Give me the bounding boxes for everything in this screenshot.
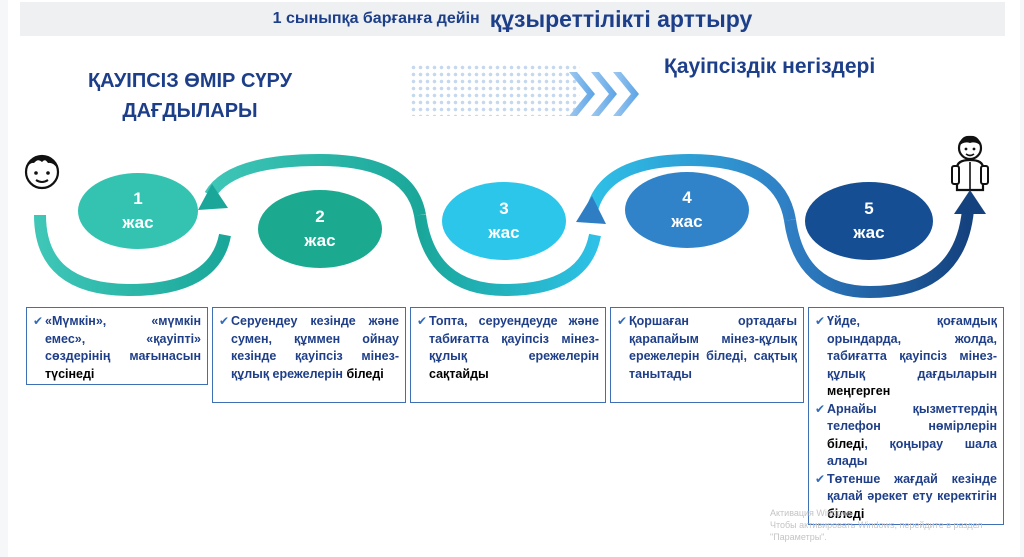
- stage-3: 3 жас: [442, 182, 566, 260]
- box-3-text: Топта, серуендеуде және табиғатта қауіпс…: [429, 314, 599, 363]
- stage-1-description: ✔ «Мүмкін», «мүмкін емес», «қауіпті» сөз…: [26, 307, 208, 385]
- stage-5-number: 5: [864, 199, 874, 218]
- stage-2-number: 2: [315, 207, 325, 226]
- box-5-item-1: ✔ Үйде, қоғамдық орындарда, жолда, табиғ…: [815, 313, 997, 401]
- box-5-item-3: ✔ Төтенше жағдай кезінде қалай әрекет ет…: [815, 471, 997, 524]
- stage-4-number: 4: [682, 188, 692, 207]
- box-5-item-3-emphasis: біледі: [827, 506, 865, 521]
- stage-3-description: ✔ Топта, серуендеуде және табиғатта қауі…: [410, 307, 606, 403]
- box-5-item-2-text: Арнайы қызметтердің телефон нөмірлерін: [827, 401, 997, 434]
- left-heading: ҚАУІПСІЗ ӨМІР СҮРУ ДАҒДЫЛАРЫ: [60, 66, 320, 126]
- box-1-text: «Мүмкін», «мүмкін емес», «қауіпті» сөзде…: [45, 314, 201, 363]
- left-heading-line2: ДАҒДЫЛАРЫ: [122, 100, 258, 122]
- checkmark-icon: ✔: [815, 314, 826, 328]
- stage-4-label: жас: [671, 212, 703, 231]
- stage-2: 2 жас: [258, 190, 382, 268]
- checkmark-icon: ✔: [617, 314, 628, 328]
- left-heading-line1: ҚАУІПСІЗ ӨМІР СҮРУ: [87, 70, 293, 92]
- title-main: құзыреттілікті арттыру: [489, 5, 753, 32]
- box-5-item-3-text: Төтенше жағдай кезінде қалай әрекет ету …: [827, 471, 997, 504]
- box-5-item-2: ✔ Арнайы қызметтердің телефон нөмірлерін…: [815, 401, 997, 471]
- box-5-item-1-text: Үйде, қоғамдық орындарда, жолда, табиғат…: [827, 314, 997, 381]
- box-2-text: Серуендеу кезінде және сумен, құммен ойн…: [231, 314, 399, 381]
- arrowhead-3: [954, 190, 986, 214]
- right-heading: Қауіпсіздік негіздері: [664, 55, 876, 78]
- chevrons-icon: [565, 66, 645, 127]
- stage-4: 4 жас: [625, 172, 749, 248]
- dot-pattern: [410, 64, 580, 116]
- schoolchild-icon: [948, 132, 992, 199]
- checkmark-icon: ✔: [815, 471, 826, 486]
- stage-5: 5 жас: [805, 182, 933, 260]
- title-bar: 1 сыныпқа барғанға дейін құзыреттілікті …: [20, 2, 1005, 36]
- box-2-emphasis: біледі: [346, 366, 384, 381]
- stage-1-number: 1: [133, 189, 143, 208]
- stage-4-description: ✔ Қоршаған ортадағы қарапайым мінез-құлы…: [610, 307, 804, 403]
- flow-arc-5: [784, 209, 974, 299]
- stage-5-label: жас: [853, 223, 885, 242]
- stage-2-description: ✔ Серуендеу кезінде және сумен, құммен о…: [212, 307, 406, 403]
- watermark-line-1: Активация Windows: [770, 508, 853, 518]
- flow-arc-1: [34, 214, 231, 297]
- flow-arc-4: [586, 153, 796, 222]
- stage-3-label: жас: [488, 223, 520, 242]
- flow-arc-2: [204, 153, 426, 217]
- box-5-item-2-rest: , қоңырау шала алады: [827, 436, 997, 469]
- stage-1-label: жас: [122, 213, 154, 232]
- stage-5-description: ✔ Үйде, қоғамдық орындарда, жолда, табиғ…: [808, 307, 1004, 525]
- stage-3-number: 3: [499, 199, 509, 218]
- stage-1: 1 жас: [78, 173, 198, 249]
- box-4-text: Қоршаған ортадағы қарапайым мінез-құлық …: [629, 314, 797, 381]
- box-1-emphasis: түсінеді: [45, 366, 95, 381]
- child-face-icon: [20, 150, 64, 197]
- arrowhead-1: [198, 184, 228, 210]
- flow-arc-3: [414, 214, 601, 297]
- checkmark-icon: ✔: [815, 401, 826, 416]
- title-small: 1 сыныпқа барғанға дейін: [272, 10, 480, 27]
- box-5-item-2-emphasis: біледі: [827, 436, 865, 451]
- checkmark-icon: ✔: [33, 314, 44, 328]
- box-5-item-1-emphasis: меңгерген: [827, 384, 891, 398]
- watermark-line-2: Чтобы активировать Windows, перейдите в …: [770, 520, 983, 542]
- arrowhead-2: [576, 196, 606, 224]
- windows-activation-watermark: Активация Windows Чтобы активировать Win…: [770, 507, 1024, 543]
- checkmark-icon: ✔: [219, 314, 230, 328]
- checkmark-icon: ✔: [417, 314, 428, 328]
- box-3-emphasis: сақтайды: [429, 366, 489, 381]
- stage-2-label: жас: [304, 231, 336, 250]
